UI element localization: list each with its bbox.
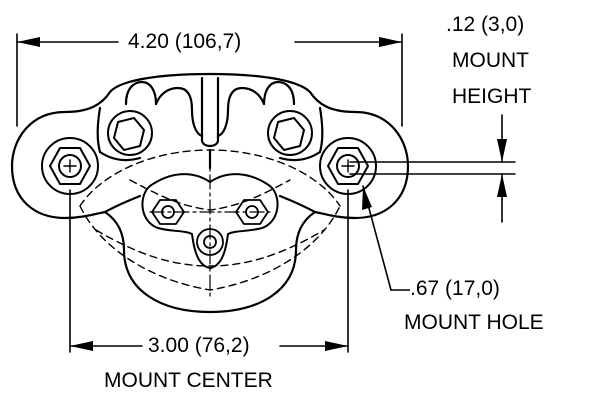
mount-height-value: .12 (3,0) (446, 13, 525, 36)
mount-height-dimension (349, 114, 516, 223)
center-lines (149, 149, 271, 301)
mount-height-label-1: MOUNT (452, 49, 529, 72)
mount-hole-value: .67 (17,0) (410, 277, 500, 300)
mount-hole-leader (362, 185, 411, 291)
mount-center-dimension (69, 189, 349, 353)
mount-center-value: 3.00 (76,2) (148, 334, 250, 357)
bleeder-nipple-right (267, 110, 313, 156)
mount-hole-left (41, 137, 99, 195)
mount-hole-label: MOUNT HOLE (404, 311, 544, 334)
mount-height-label-2: HEIGHT (452, 85, 532, 108)
mount-hole-right (319, 137, 377, 195)
bleeder-nipple-left (107, 110, 153, 156)
overall-width-dimension (16, 33, 403, 127)
mount-center-label: MOUNT CENTER (104, 369, 273, 392)
caliper-body (10, 72, 410, 314)
crossover-plate (141, 173, 279, 269)
overall-width-value: 4.20 (106,7) (128, 30, 242, 53)
